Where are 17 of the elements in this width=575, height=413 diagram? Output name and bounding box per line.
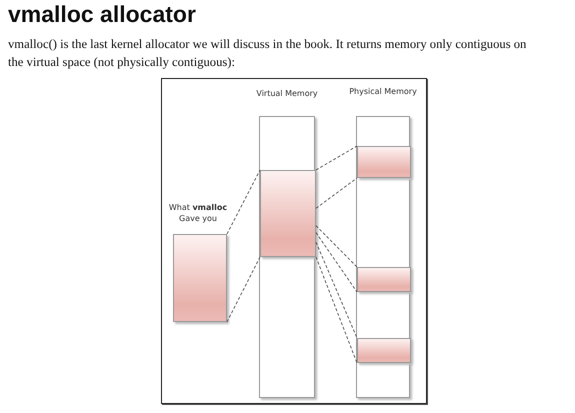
dashed-connector — [226, 256, 260, 322]
dashed-connector — [316, 232, 358, 292]
block-label: What vmalloc Gave you — [168, 202, 228, 224]
memory-block — [357, 267, 411, 292]
dashed-connector — [316, 225, 358, 268]
description-paragraph: vmalloc() is the last kernel allocator we will discuss in the book. It returns memory only contiguous on the virtual space (not physically contiguous): — [8, 36, 528, 71]
dashed-connector — [316, 242, 358, 338]
dashed-connector — [316, 178, 358, 209]
dashed-connector — [316, 146, 358, 170]
column-heading: Physical Memory — [348, 86, 418, 97]
column-heading: Virtual Memory — [255, 88, 319, 99]
dashed-connector — [316, 256, 358, 364]
memory-block — [357, 146, 411, 178]
heading: vmalloc allocator — [8, 1, 196, 28]
memory-block — [357, 338, 411, 363]
memory-block — [260, 170, 316, 257]
dashed-connector — [226, 170, 260, 234]
